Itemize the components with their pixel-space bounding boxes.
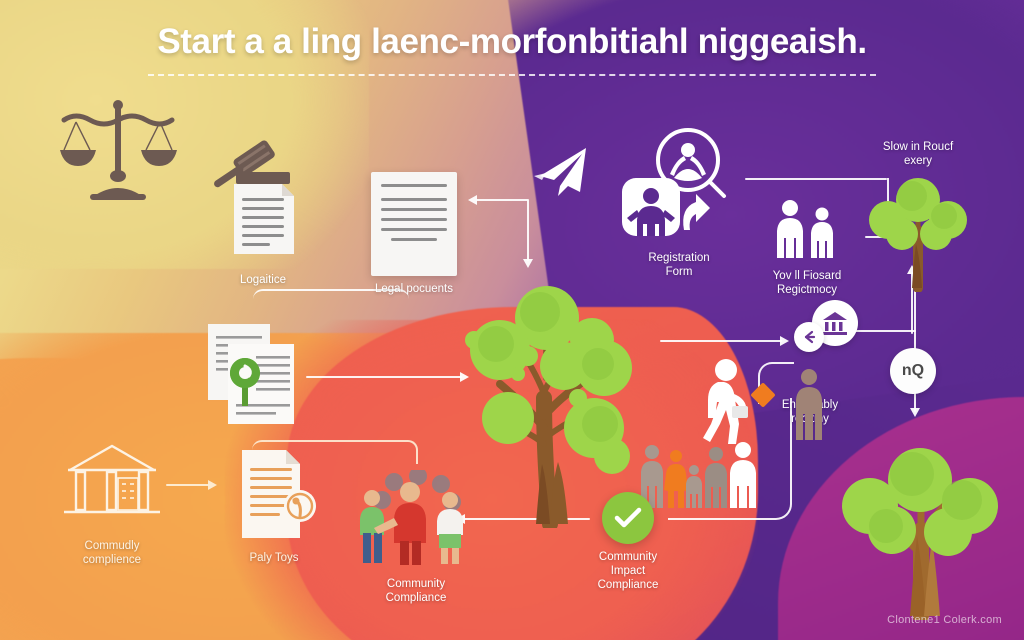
arrow-right-tree — [460, 372, 469, 382]
node-paper-plane — [524, 142, 596, 211]
node-gavel-document: Logaitice — [208, 140, 318, 287]
people-handshake-icon — [360, 467, 463, 565]
person-right — [437, 492, 463, 564]
node-central-tree — [452, 278, 652, 539]
node-badge-cluster — [794, 300, 858, 360]
scales-of-justice-icon — [60, 100, 177, 200]
arrow-up-toptree — [907, 265, 917, 274]
walking-person-icon — [703, 359, 748, 444]
registration-person-icon — [622, 128, 726, 236]
green-check-icon — [602, 492, 654, 544]
node-paly-toys: Paly Toys — [220, 448, 328, 565]
arrow-left-legaldoc — [468, 195, 477, 205]
arrow-down-tree — [523, 259, 533, 268]
connector-docstack-to-tree — [306, 376, 462, 378]
document-icon — [371, 172, 457, 276]
arrow-right-palytoys — [208, 480, 217, 490]
tree-icon — [869, 178, 967, 294]
green-tree-glyph — [229, 358, 260, 406]
family-figures-icon — [777, 200, 833, 258]
background-blob-yellow — [0, 0, 369, 269]
connector-check-to-people — [464, 518, 590, 520]
node-top-tree-label: Slow in Roucf exery — [882, 141, 954, 168]
document-stack-tree-icon — [208, 324, 294, 424]
classical-building-icon — [64, 444, 160, 514]
tree-icon — [842, 448, 998, 624]
node-standing-person — [792, 368, 826, 445]
tree-icon — [465, 286, 632, 532]
node-nq-label: nQ — [901, 362, 925, 379]
connector-people-elbow — [758, 362, 794, 404]
arrow-down-bottomtree — [910, 408, 920, 417]
person-icon — [796, 369, 822, 440]
connector-up-to-toptree — [911, 272, 913, 334]
node-paly-toys-label: Paly Toys — [249, 552, 299, 564]
node-nq-bubble: nQ — [890, 348, 936, 394]
node-orange-diamond — [750, 382, 776, 408]
connector-badge-right — [838, 330, 916, 332]
node-community-compliance-building-label: Commudly complience — [82, 540, 142, 567]
document-stamp-icon — [242, 450, 316, 538]
node-community-compliance-building: Commudly complience — [50, 438, 174, 567]
arrow-badge-icon — [794, 322, 824, 352]
node-community-impact-label: Community Impact Compliance — [597, 551, 659, 592]
arrow-right-badges — [780, 336, 789, 346]
node-registration-form-label: Registration Form — [648, 252, 710, 279]
people-group-icon — [641, 442, 756, 508]
node-legal-documents-label: Legal pocuents — [374, 283, 453, 295]
connector-legaldoc-elbow — [253, 289, 409, 311]
connector-to-badges — [660, 340, 782, 342]
node-people-group — [640, 440, 756, 513]
node-family-registry-label: Yov ll Fiosard Regictmocy — [772, 270, 842, 297]
connector-palytoys-elbow — [252, 440, 418, 464]
connector-down-to-tree — [527, 199, 529, 261]
paper-plane-icon — [534, 148, 586, 196]
node-community-compliance-people-label: Community Compliance — [385, 578, 447, 605]
node-top-tree: Slow in Roucf exery — [858, 140, 978, 297]
node-legal-documents: Legal pocuents — [368, 172, 460, 296]
node-walking-person — [696, 358, 760, 463]
person-center — [374, 482, 426, 565]
page-title: Start a a ling laenc-morfonbitiahl nigge… — [157, 22, 867, 61]
node-document-stack — [200, 318, 312, 441]
title-divider — [148, 74, 876, 76]
node-scales — [56, 96, 180, 211]
node-family-registry: Yov ll Fiosard Regictmocy — [748, 196, 866, 297]
node-bottom-tree — [836, 442, 1006, 625]
connector-registration-to-toptree — [745, 178, 887, 180]
connector-people-path — [668, 398, 792, 520]
diamond-icon — [750, 382, 776, 408]
connector-building-to-palytoys — [166, 484, 210, 486]
node-registration-form: Registration Form — [612, 124, 746, 279]
node-community-impact: Community Impact Compliance — [572, 492, 684, 592]
connector-plane-to-legaldoc — [476, 199, 528, 201]
gavel-document-icon — [214, 140, 294, 254]
watermark: Clontene1 Colerk.com — [887, 614, 1002, 626]
node-gavel-document-label: Logaitice — [239, 274, 287, 286]
speech-bubble-icon: nQ — [890, 348, 936, 394]
node-community-compliance-people: Community Compliance — [346, 467, 486, 605]
person-left — [360, 490, 384, 563]
